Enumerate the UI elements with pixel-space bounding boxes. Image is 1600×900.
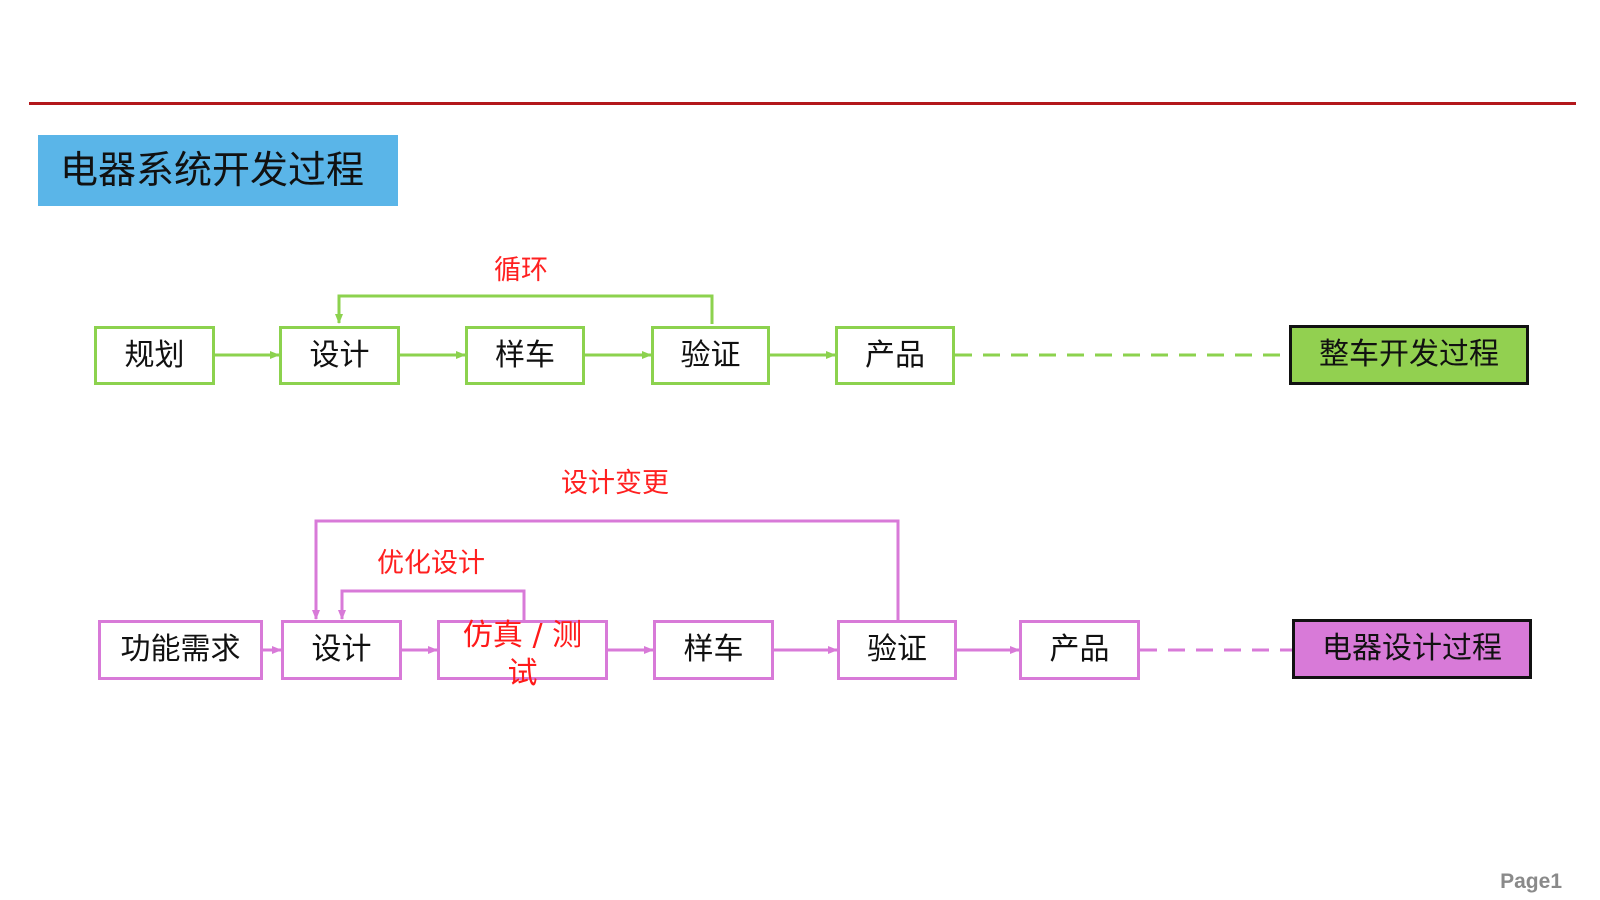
row2-outer-loop	[312, 519, 900, 620]
row2-step-label: 功能需求	[120, 632, 241, 667]
row2-step-simulation-test: 仿真 / 测试	[437, 618, 608, 691]
row2-step-label: 验证	[867, 632, 927, 667]
row1-step-label: 验证	[680, 337, 741, 373]
page-number: Page1	[1500, 870, 1562, 893]
top-rule	[29, 102, 1576, 105]
title-box: 电器系统开发过程	[38, 135, 398, 206]
row1-step-planning: 规划	[94, 326, 215, 385]
row1-loop-label: 循环	[494, 255, 548, 286]
row2-end-electrical-design-process: 电器设计过程	[1292, 619, 1532, 679]
row1-end-label: 整车开发过程	[1319, 337, 1499, 372]
row1-step-label: 规划	[124, 337, 185, 373]
row1-step-label: 样车	[495, 337, 555, 373]
row2-step-product: 产品	[1019, 620, 1140, 680]
row2-step-design: 设计	[281, 620, 402, 680]
row1-step-design: 设计	[279, 326, 400, 385]
page-title: 电器系统开发过程	[60, 148, 365, 192]
row2-inner-loop-label: 优化设计	[377, 548, 485, 579]
row2-step-requirements: 功能需求	[98, 620, 263, 680]
row2-step-label: 产品	[1049, 632, 1110, 667]
row2-step-label: 仿真 / 测试	[462, 618, 583, 691]
row2-step-label: 设计	[311, 632, 372, 667]
row2-connectors	[263, 519, 1292, 654]
row1-step-label: 设计	[309, 337, 370, 373]
row2-outer-loop-label: 设计变更	[561, 468, 669, 499]
row1-loop	[335, 294, 714, 324]
row2-inner-loop	[338, 589, 526, 620]
row2-step-validation: 验证	[837, 620, 957, 680]
row1-end-vehicle-process: 整车开发过程	[1289, 325, 1529, 385]
row1-step-validation: 验证	[651, 326, 770, 385]
row2-step-prototype: 样车	[653, 620, 774, 680]
row2-step-label: 样车	[683, 632, 744, 667]
row2-end-label: 电器设计过程	[1322, 631, 1502, 666]
row1-step-prototype: 样车	[465, 326, 585, 385]
row1-step-label: 产品	[865, 337, 925, 373]
row1-connectors	[215, 294, 1289, 359]
row1-step-product: 产品	[835, 326, 955, 385]
